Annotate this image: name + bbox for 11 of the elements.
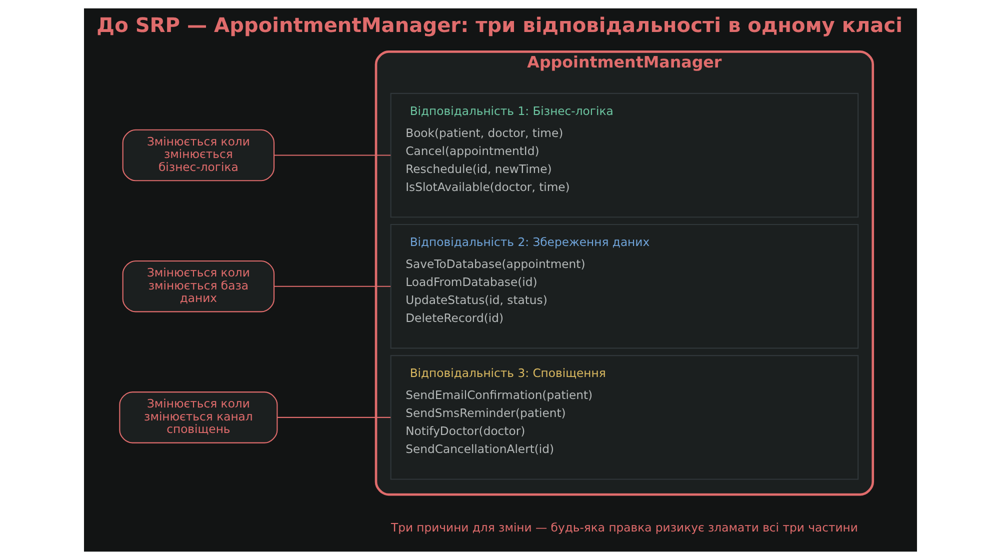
connector <box>274 154 390 156</box>
node-box: Змінюється коли змінюється база даних <box>122 260 274 312</box>
node-box: Відповідальність 1: Бізнес-логіка Book(patient, doctor, time) Cancel(appointmentId) Reschedule(id, newTime) IsSlotAvailable(doctor, time) <box>390 92 858 218</box>
connector <box>274 286 390 287</box>
node-box: Відповідальність 3: Сповіщення SendEmailConfirmation(patient) SendSmsReminder(patient) NotifyDoctor(doctor) SendCancellationAlert(id) <box>390 355 858 480</box>
node-box: Відповідальність 2: Збереження даних SaveToDatabase(appointment) LoadFromDatabase(id) UpdateStatus(id, status) DeleteRecord(id) <box>390 224 858 349</box>
node-box: Змінюється коли змінюється канал сповіщень <box>118 392 278 444</box>
caption: Три причини для зміни — будь-яка правка ризикує зламати всі три частини <box>390 520 858 534</box>
node-box: Змінюється коли змінюється бізнес-логіка <box>122 129 274 182</box>
diagram-title: До SRP — AppointmentManager: три відповідальності в одному класі <box>96 12 902 37</box>
connector <box>276 416 390 418</box>
